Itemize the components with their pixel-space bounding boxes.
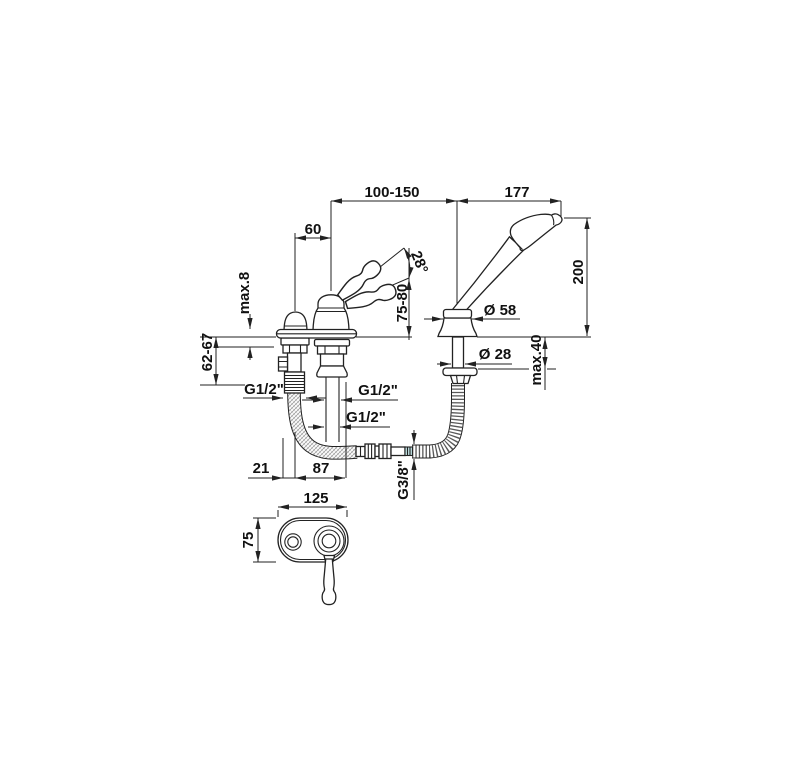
- dim-pillar-dia: Ø 28: [479, 346, 512, 363]
- lever-hot: [336, 260, 382, 302]
- dim-body-thread: G1/2": [358, 382, 398, 399]
- dim-handle-angle: 28°: [407, 249, 431, 276]
- dim-holder-dia: Ø 58: [484, 302, 517, 319]
- hose-coupling: [355, 443, 414, 460]
- dim-plate-width: 125: [303, 490, 328, 507]
- dim-shower-length: 200: [570, 259, 587, 284]
- dim-plate-height: 75: [240, 532, 257, 549]
- diverter-shank: [277, 337, 310, 394]
- dim-pillar-deck: max.40: [528, 335, 545, 386]
- dimension-lines: [200, 198, 591, 563]
- dim-handle-height: 75-80: [394, 284, 411, 322]
- supply-hose-braided: [287, 391, 358, 460]
- plate-lever: [321, 558, 337, 606]
- handshower-head: [509, 213, 563, 252]
- dim-shank-length: 62-67: [199, 333, 216, 371]
- dim-hose-thread: G3/8": [395, 460, 412, 500]
- dim-span-center: 100-150: [364, 184, 419, 201]
- dim-offset-left: 21: [253, 460, 270, 477]
- dim-spout-offset: 60: [305, 221, 322, 238]
- mixer-body-above-deck: [275, 260, 397, 339]
- shower-holder: [437, 213, 563, 385]
- dim-span-shower: 177: [504, 184, 529, 201]
- dim-shank-thread: G1/2": [244, 381, 284, 398]
- dim-offset-body: 87: [313, 460, 330, 477]
- dim-deck-thickness: max.8: [236, 272, 253, 315]
- lever-cold: [344, 283, 397, 310]
- shower-hose-ribbed: [412, 383, 465, 459]
- dimension-labels: 100-150 177 60 28° 75-80 200 max.8 62-67…: [199, 184, 587, 548]
- wall-plate: [277, 517, 349, 606]
- dim-inlet-thread: G1/2": [346, 409, 386, 426]
- handshower-handle: [449, 235, 525, 313]
- mixer-body-underdeck: [313, 338, 351, 442]
